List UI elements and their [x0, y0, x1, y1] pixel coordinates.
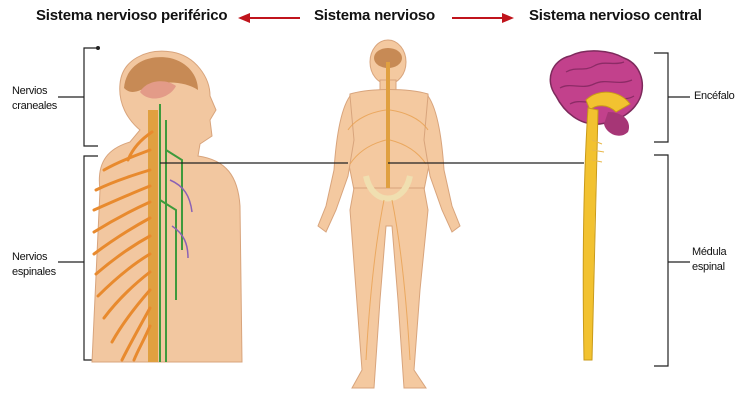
bracket-spinal-cord: [654, 155, 690, 366]
label-cord-line1: Médula: [692, 245, 726, 260]
label-cord-line2: espinal: [692, 260, 726, 275]
label-spinal-line1: Nervios: [12, 250, 56, 265]
brain-and-cord: [550, 51, 642, 360]
label-spinal-line2: espinales: [12, 265, 56, 280]
label-cranial-line2: craneales: [12, 99, 57, 114]
bracket-cranial: [58, 47, 99, 146]
arrow-right-icon: [452, 13, 514, 23]
label-spinal-cord: Médula espinal: [692, 245, 726, 275]
bracket-brain: [654, 53, 690, 142]
label-cranial-nerves: Nervios craneales: [12, 84, 57, 114]
arrow-left-icon: [238, 13, 300, 23]
peripheral-figure: [92, 51, 242, 362]
label-cranial-line1: Nervios: [12, 84, 57, 99]
label-brain: Encéfalo: [694, 89, 734, 104]
label-spinal-nerves: Nervios espinales: [12, 250, 56, 280]
